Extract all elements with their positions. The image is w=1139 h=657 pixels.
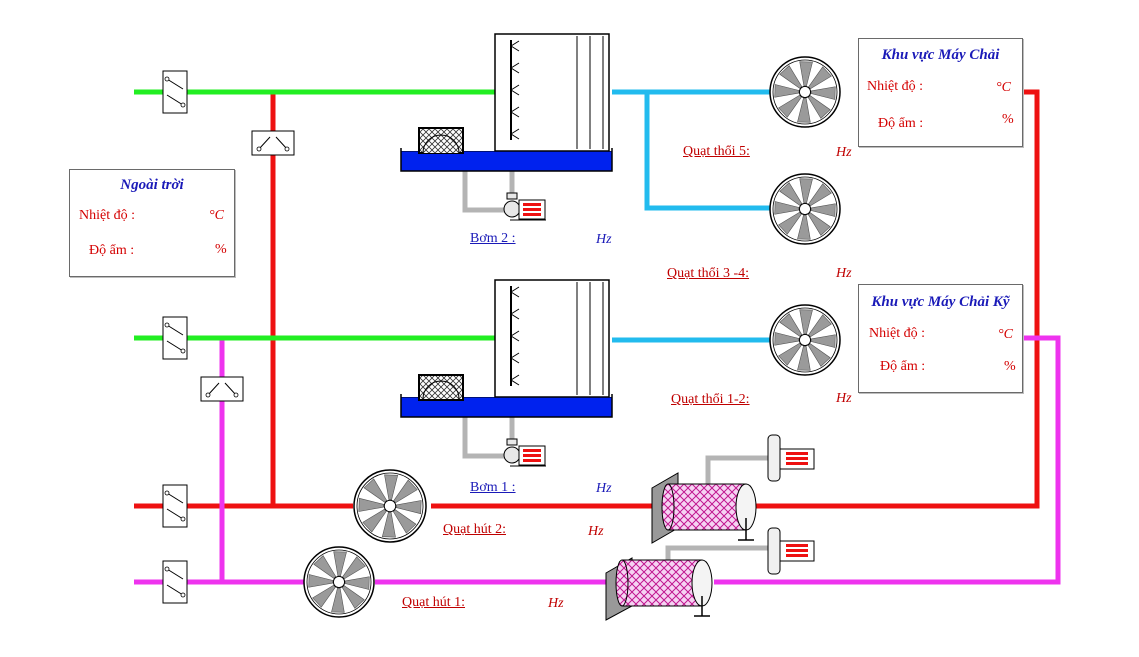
exhaust-fan-1-icon[interactable] <box>303 546 375 618</box>
zone-main-temp-label: Nhiệt độ : <box>867 79 923 94</box>
supply-fan-3-4-unit: Hz <box>836 266 852 281</box>
water-pipes <box>462 170 780 560</box>
zone-fine-temp-label: Nhiệt độ : <box>869 326 925 341</box>
zone-main-hum-label: Độ ẩm : <box>878 116 924 131</box>
air-washer-lower[interactable] <box>494 279 610 398</box>
supply-fan-4-icon[interactable] <box>769 173 841 245</box>
outdoor-hum-unit: % <box>215 242 227 257</box>
zone-fine-hum-label: Độ ẩm : <box>880 359 926 374</box>
exhaust-fan-2-label[interactable]: Quạt hút 2: <box>443 522 506 537</box>
green-duct <box>134 89 495 341</box>
damper-red-inlet[interactable] <box>162 484 188 528</box>
supply-fan-3-4-label[interactable]: Quạt thổi 3 -4: <box>667 266 750 281</box>
air-washer-upper[interactable] <box>494 33 610 152</box>
supply-fan-1-2-label[interactable]: Quạt thổi 1-2: <box>671 392 750 407</box>
damper-magenta-inlet[interactable] <box>162 560 188 604</box>
pump-2-unit: Hz <box>596 232 612 247</box>
damper-green-lower[interactable] <box>162 316 188 360</box>
damper-green-upper[interactable] <box>162 70 188 114</box>
damper-red-riser[interactable] <box>251 130 295 156</box>
pump-1-unit: Hz <box>596 481 612 496</box>
zone-fine-hum-unit: % <box>1004 359 1016 374</box>
pump-1-icon[interactable] <box>503 438 546 467</box>
zone-fine-temp-unit: °C <box>998 327 1013 342</box>
drum-filter-upper[interactable] <box>651 472 757 544</box>
damper-magenta-riser[interactable] <box>200 376 244 402</box>
exhaust-fan-2-icon[interactable] <box>353 469 427 543</box>
red-duct <box>134 89 1040 509</box>
zone-main-hum-unit: % <box>1002 112 1014 127</box>
exhaust-fan-1-unit: Hz <box>548 596 564 611</box>
damper-group <box>162 70 295 604</box>
pump-2-label[interactable]: Bơm 2 : <box>470 231 516 246</box>
zone-fine-panel: Khu vực Máy Chải Kỹ Nhiệt độ : °C Độ ẩm … <box>858 284 1023 393</box>
pump-2-icon[interactable] <box>503 192 546 221</box>
supply-fan-5-icon[interactable] <box>769 56 841 128</box>
supply-fan-1-2-icon[interactable] <box>769 304 841 376</box>
outdoor-panel: Ngoài trời Nhiệt độ : °C Độ ẩm : % <box>69 169 235 277</box>
supply-fan-5-unit: Hz <box>836 145 852 160</box>
exhaust-fan-1-label[interactable]: Quạt hút 1: <box>402 595 465 610</box>
fan-group <box>303 56 841 618</box>
exhaust-fan-2-unit: Hz <box>588 524 604 539</box>
drum-filter-lower[interactable] <box>605 557 713 621</box>
filter-blower-lower-icon[interactable] <box>767 527 815 575</box>
supply-fan-1-2-unit: Hz <box>836 391 852 406</box>
outdoor-hum-label: Độ ẩm : <box>89 243 135 258</box>
zone-main-temp-unit: °C <box>996 80 1011 95</box>
cyan-duct <box>612 89 770 343</box>
outdoor-title: Ngoài trời <box>120 177 184 193</box>
supply-fan-5-label[interactable]: Quạt thổi 5: <box>683 144 750 159</box>
zone-main-panel: Khu vực Máy Chải Nhiệt độ : °C Độ ẩm : % <box>858 38 1023 147</box>
outdoor-temp-unit: °C <box>209 208 224 223</box>
outdoor-temp-label: Nhiệt độ : <box>79 208 135 223</box>
zone-main-title: Khu vực Máy Chải <box>881 47 1000 63</box>
zone-fine-title: Khu vực Máy Chải Kỹ <box>871 294 1010 310</box>
filter-blower-upper-icon[interactable] <box>767 434 815 482</box>
pump-1-label[interactable]: Bơm 1 : <box>470 480 516 495</box>
